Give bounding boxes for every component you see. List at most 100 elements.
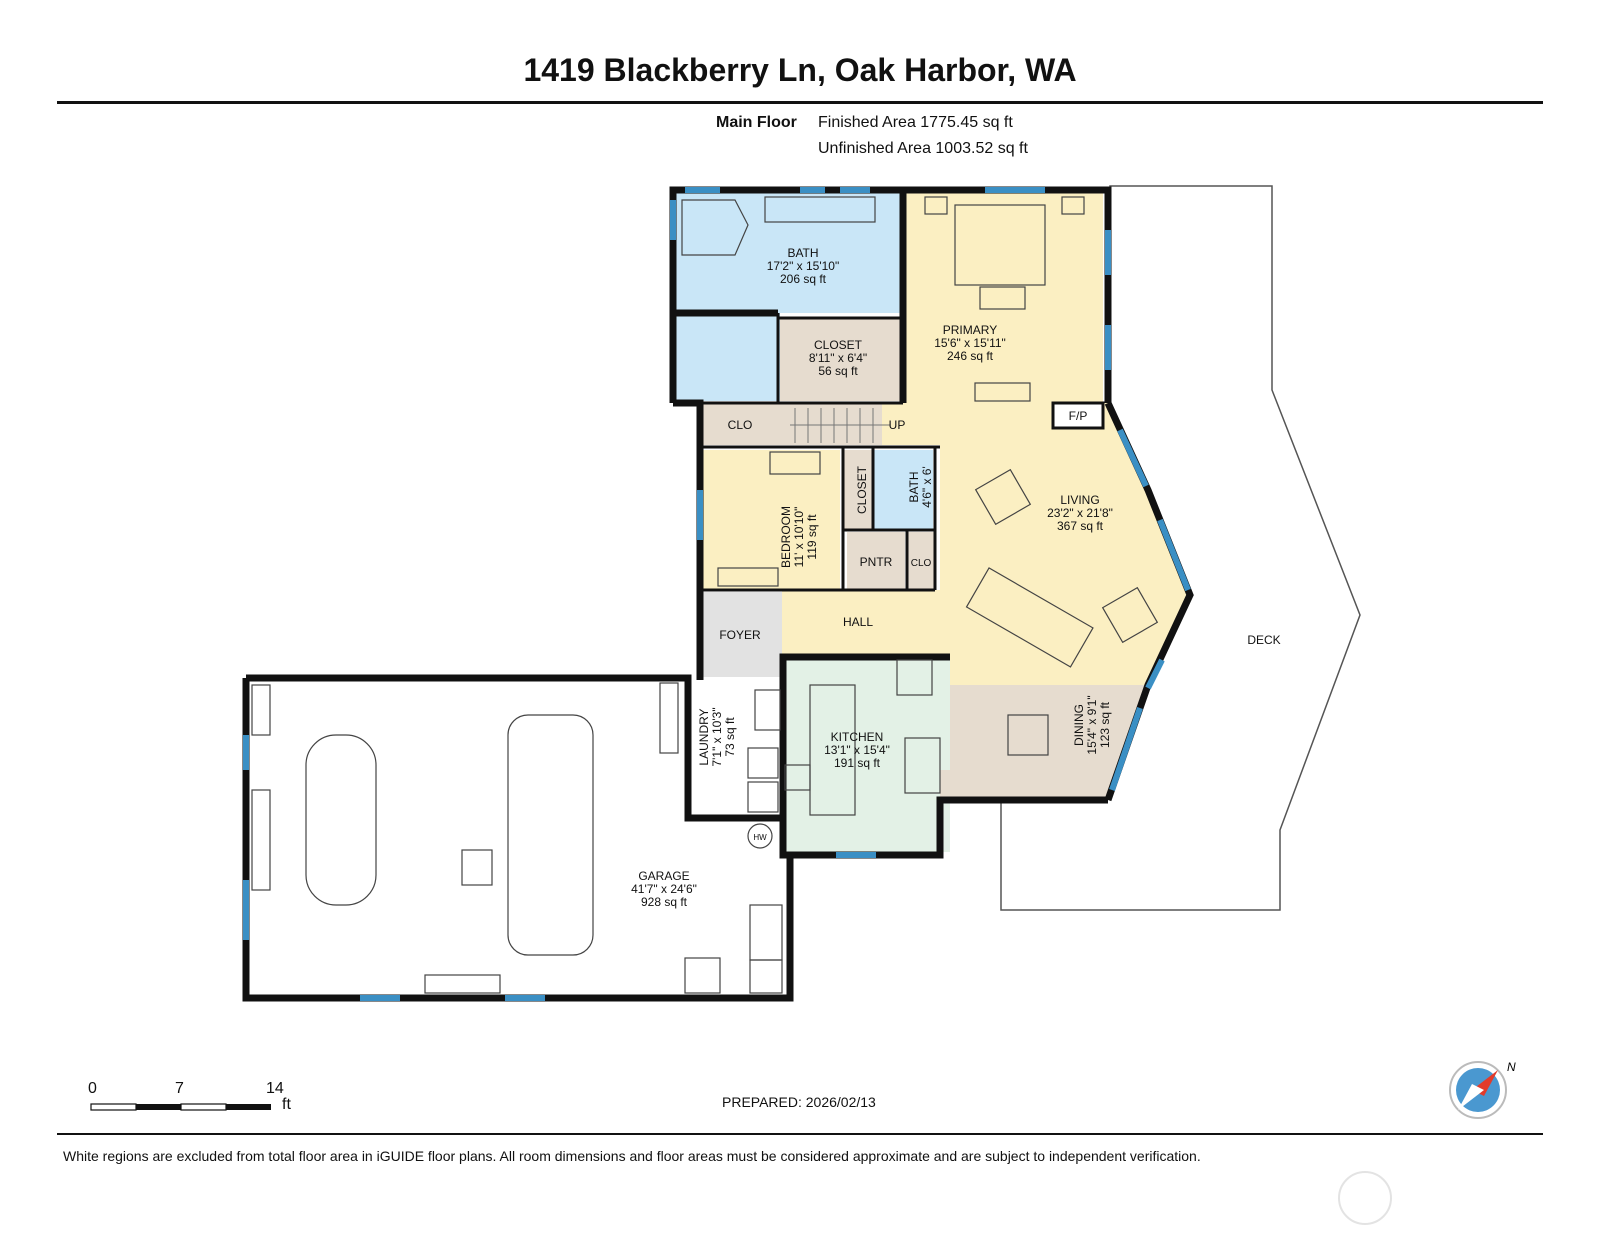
title-divider bbox=[57, 101, 1543, 104]
hall-label: HALL bbox=[843, 615, 873, 629]
scale-segment bbox=[90, 1103, 137, 1111]
dining-table bbox=[1007, 714, 1049, 756]
tub bbox=[681, 199, 749, 256]
laundry-name: LAUNDRY bbox=[697, 708, 711, 765]
laundry-area: 73 sq ft bbox=[723, 717, 737, 757]
bed bbox=[954, 204, 1046, 286]
unfinished-area: Unfinished Area 1003.52 sq ft bbox=[818, 140, 1028, 157]
vanity bbox=[764, 196, 876, 223]
kitchen-area: 191 sq ft bbox=[834, 756, 881, 770]
armchair bbox=[1101, 586, 1159, 644]
clo-top-label: CLO bbox=[728, 418, 753, 432]
compass-icon: N bbox=[1449, 1060, 1516, 1119]
dresser bbox=[974, 382, 1031, 402]
kitchen-name: KITCHEN bbox=[831, 730, 884, 744]
clo-small-fill bbox=[907, 532, 935, 590]
bath-main-name: BATH bbox=[787, 246, 818, 260]
primary-dims: 15'6" x 15'11" bbox=[934, 336, 1006, 350]
kitchen-island bbox=[904, 737, 941, 794]
bedroom-dims: 11' x 10'10" bbox=[792, 507, 806, 568]
foyer-label: FOYER bbox=[719, 628, 761, 642]
clo-small-label: CLO bbox=[911, 558, 932, 569]
floor-label: Main Floor bbox=[716, 114, 797, 131]
window bbox=[1117, 428, 1149, 488]
closet-main-name: CLOSET bbox=[814, 338, 863, 352]
garage-shelf bbox=[251, 684, 271, 736]
bath-small-name: BATH bbox=[907, 471, 921, 502]
primary-area: 246 sq ft bbox=[947, 349, 994, 363]
primary-fill bbox=[903, 193, 1103, 403]
closet-main-dims: 8'11" x 6'4" bbox=[809, 351, 867, 365]
garage-cabinet bbox=[684, 957, 721, 994]
fp-label: F/P bbox=[1069, 409, 1088, 423]
wall-upper-floor bbox=[673, 399, 704, 680]
garage-shelf bbox=[659, 682, 679, 754]
scale-segment bbox=[136, 1104, 181, 1110]
dining-dims: 15'4" x 9'1" bbox=[1085, 695, 1099, 754]
scale-tick-0: 0 bbox=[88, 1080, 97, 1097]
garage-shelf bbox=[251, 789, 271, 891]
scale-segment bbox=[180, 1103, 227, 1111]
fp-box bbox=[1051, 401, 1105, 430]
truck bbox=[507, 714, 594, 956]
kitchen-counter bbox=[809, 684, 856, 816]
footer-divider bbox=[57, 1133, 1543, 1135]
bedroom-area: 119 sq ft bbox=[805, 514, 819, 560]
deck-label: DECK bbox=[1247, 633, 1280, 647]
nightstand bbox=[924, 196, 948, 215]
bath-small-fill bbox=[873, 450, 933, 530]
fridge bbox=[896, 659, 933, 696]
bath-small-dims: 4'6" x 6' bbox=[920, 466, 934, 508]
kitchen-dims: 13'1" x 15'4" bbox=[824, 743, 890, 757]
hw-tank bbox=[747, 823, 773, 849]
primary-name: PRIMARY bbox=[943, 323, 997, 337]
up-label: UP bbox=[889, 418, 906, 432]
foyer-fill bbox=[700, 592, 782, 677]
closet-small-name: CLOSET bbox=[855, 465, 869, 514]
closet-small-fill bbox=[843, 450, 873, 530]
wall-outer-top bbox=[669, 186, 1112, 403]
garage-area: 928 sq ft bbox=[641, 895, 688, 909]
laundry-dims: 7'1" x 10'3" bbox=[710, 707, 724, 766]
stairs-fill bbox=[782, 403, 882, 445]
bedroom-name: BEDROOM bbox=[779, 506, 793, 568]
armchair bbox=[974, 468, 1032, 526]
scale-bar bbox=[90, 1103, 271, 1111]
stove bbox=[784, 764, 811, 791]
window bbox=[1145, 658, 1165, 690]
window bbox=[1109, 707, 1143, 791]
garage-dims: 41'7" x 24'6" bbox=[631, 882, 697, 896]
wall-laundry bbox=[684, 760, 783, 822]
garage-name: GARAGE bbox=[638, 869, 689, 883]
scale-unit: ft bbox=[282, 1096, 291, 1113]
bath-main-fill bbox=[673, 193, 903, 313]
kitchen-fill bbox=[783, 657, 950, 852]
closet-main-area: 56 sq ft bbox=[818, 364, 858, 378]
bed-bench bbox=[979, 286, 1026, 310]
disclaimer: White regions are excluded from total fl… bbox=[63, 1148, 1201, 1164]
pntr-fill bbox=[847, 532, 905, 590]
garage-bench bbox=[424, 974, 501, 994]
closet-main-fill bbox=[780, 318, 900, 401]
dining-area: 123 sq ft bbox=[1098, 701, 1112, 748]
compass-label: N bbox=[1507, 1060, 1516, 1074]
bath-main-area: 206 sq ft bbox=[780, 272, 827, 286]
bath-main-dims: 17'2" x 15'10" bbox=[767, 259, 840, 273]
living-name: LIVING bbox=[1060, 493, 1099, 507]
washer bbox=[747, 747, 779, 779]
wall-garage-top bbox=[246, 674, 692, 760]
dining-fill bbox=[940, 685, 1148, 800]
utility-sink bbox=[754, 689, 781, 731]
scale-segment bbox=[226, 1104, 271, 1110]
watermark-circle bbox=[1338, 1171, 1392, 1225]
scale-tick-7: 7 bbox=[175, 1080, 184, 1097]
bench bbox=[717, 567, 779, 587]
page-title: 1419 Blackberry Ln, Oak Harbor, WA bbox=[523, 52, 1077, 88]
car bbox=[305, 734, 377, 906]
window bbox=[1157, 518, 1191, 592]
finished-area: Finished Area 1775.45 sq ft bbox=[818, 114, 1013, 131]
living-fill bbox=[782, 403, 1190, 685]
scale-tick-14: 14 bbox=[266, 1080, 284, 1097]
bath-main-lower-fill bbox=[673, 313, 780, 401]
